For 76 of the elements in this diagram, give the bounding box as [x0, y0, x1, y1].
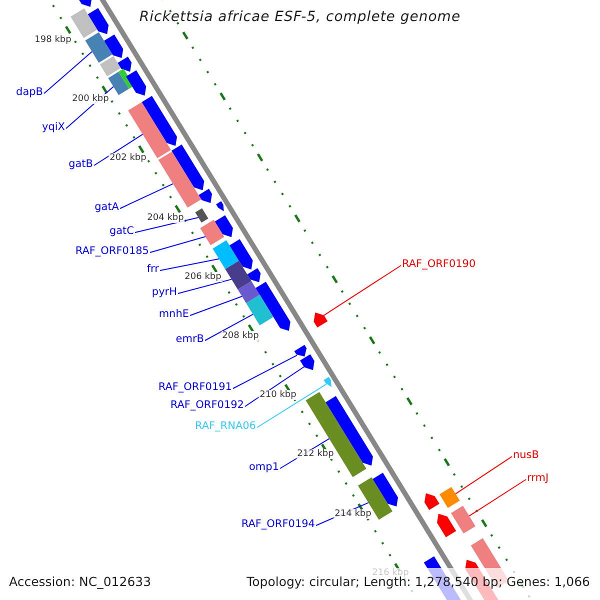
- gene-marker: [104, 34, 124, 58]
- gene-label: yqiX: [42, 121, 65, 134]
- gene-label: nusB: [513, 449, 539, 462]
- gene-marker: [314, 312, 328, 328]
- gene-marker: [424, 493, 440, 510]
- gene-marker: [256, 282, 290, 331]
- accession-text: Accession: NC_012633: [9, 574, 152, 589]
- gene-marker: [229, 239, 253, 270]
- gene-block: [246, 294, 274, 326]
- gene-marker: [198, 188, 212, 203]
- leader-line: [190, 296, 242, 316]
- gene-label: gatC: [109, 225, 134, 238]
- leader-line: [160, 258, 220, 271]
- gene-marker: [247, 268, 261, 282]
- gene-label: gatB: [68, 158, 93, 171]
- gene-block: [225, 260, 252, 290]
- leader-line: [455, 456, 512, 494]
- gene-block: [440, 487, 460, 508]
- gene-block: [212, 240, 239, 270]
- gene-marker: [171, 144, 204, 190]
- gene-marker: [324, 376, 332, 387]
- gene-marker: [142, 96, 177, 146]
- gene-block: [70, 8, 98, 38]
- leader-line: [134, 217, 199, 233]
- gene-label: omp1: [249, 461, 279, 474]
- gene-label: RAF_ORF0185: [75, 245, 149, 258]
- gene-marker: [294, 344, 307, 356]
- leader-line: [468, 479, 526, 516]
- tick-label: 202 kbp: [108, 153, 148, 164]
- leader-line: [94, 134, 144, 166]
- map-title: Rickettsia africae ESF-5, complete genome: [138, 9, 462, 25]
- tick-label: 208 kbp: [221, 331, 260, 341]
- gene-block: [108, 72, 129, 96]
- gene-label: gatA: [94, 201, 119, 214]
- gene-block: [358, 477, 392, 520]
- gene-block: [238, 281, 260, 304]
- tick-label: 210 kbp: [258, 390, 298, 400]
- tick-label: 198 kbp: [34, 35, 72, 45]
- leader-line: [256, 384, 327, 428]
- gene-marker: [214, 215, 233, 238]
- gene-block: [100, 56, 121, 76]
- gene-label: rrmJ: [527, 472, 549, 485]
- leader-line: [204, 314, 254, 341]
- gene-label: pyrH: [152, 286, 177, 299]
- leader-line: [44, 51, 92, 94]
- gene-label: RAF_RNA06: [194, 420, 256, 433]
- gene-marker: [372, 472, 398, 507]
- tick-label: 200 kbp: [71, 94, 110, 104]
- tick-label: 212 kbp: [296, 449, 335, 460]
- gene-label: dapB: [16, 86, 43, 99]
- gene-marker: [118, 56, 132, 72]
- tick-label: 214 kbp: [334, 508, 372, 519]
- gene-label: RAF_ORF0194: [241, 518, 315, 531]
- gene-block: [200, 220, 224, 246]
- leader-line: [323, 265, 402, 316]
- leader-line: [150, 236, 206, 253]
- gene-block: [85, 32, 112, 63]
- gene-marker: [126, 70, 146, 96]
- gene-label: RAF_ORF0190: [402, 258, 476, 271]
- tick-label: 206 kbp: [184, 272, 222, 282]
- gene-label: frr: [146, 263, 159, 276]
- tick-label: 204 kbp: [146, 212, 185, 223]
- gene-marker: [437, 514, 456, 538]
- leader-line: [120, 183, 174, 209]
- gene-label: RAF_ORF0191: [158, 381, 232, 394]
- gene-block: [158, 152, 202, 208]
- gene-label: RAF_ORF0192: [170, 399, 244, 412]
- gene-marker: [88, 8, 109, 34]
- leader-line: [232, 354, 298, 389]
- gene-block: [195, 208, 208, 223]
- gene-label: emrB: [176, 333, 204, 346]
- gene-marker: [216, 201, 224, 212]
- gene-label: mnhE: [158, 308, 189, 321]
- leader-line: [178, 278, 232, 294]
- gene-block: [451, 506, 476, 534]
- gene-marker: [300, 354, 314, 370]
